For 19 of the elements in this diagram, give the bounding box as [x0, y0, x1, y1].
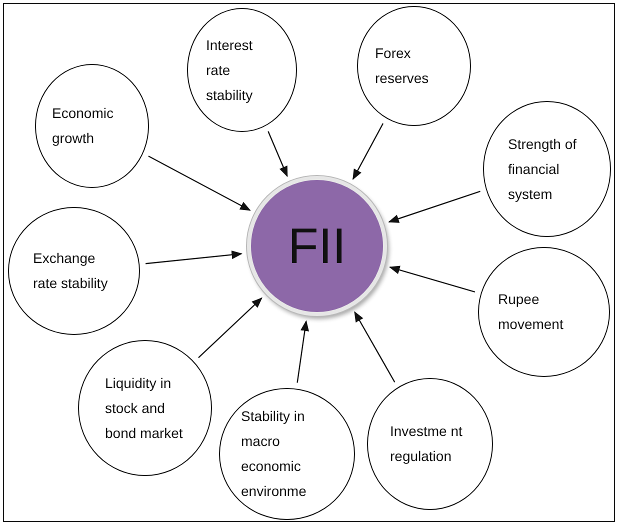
arrow — [388, 190, 480, 223]
arrow — [296, 320, 310, 383]
node-label: Investme nt regulation — [390, 422, 464, 466]
node-label: Economic growth — [52, 104, 114, 148]
node-label: Interest rate stability — [206, 36, 254, 105]
hub-label: FII — [288, 217, 346, 275]
node-label: Stability in macro economic environme — [241, 407, 308, 501]
arrow — [352, 123, 384, 180]
node-label: Rupee movement — [498, 290, 564, 334]
arrow — [146, 250, 242, 264]
node-label: Exchange rate stability — [33, 249, 109, 293]
node-label: Strength of financial system — [508, 134, 578, 204]
node-label: Forex reserves — [375, 44, 430, 88]
arrow — [388, 266, 476, 292]
arrow — [148, 156, 251, 211]
arrow — [268, 131, 288, 178]
node-label: Liquidity in stock and bond market — [105, 374, 184, 442]
arrow — [354, 311, 396, 382]
arrow — [198, 297, 262, 358]
